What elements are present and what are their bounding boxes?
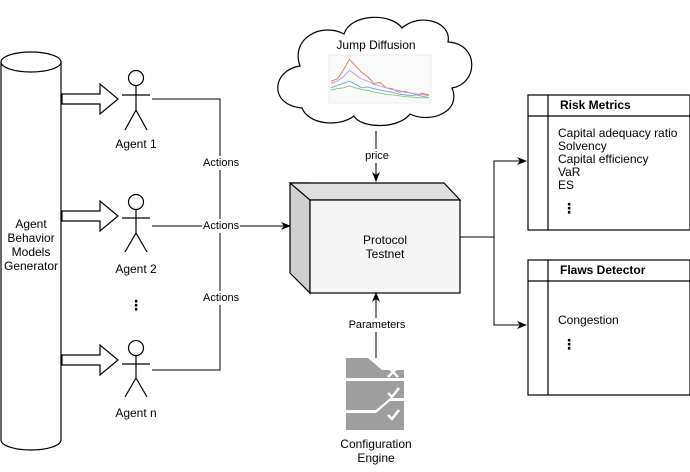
block-arrow-agent-2 — [61, 199, 119, 233]
flaws-detector-title: Flaws Detector — [560, 263, 646, 277]
chart-frame — [328, 54, 432, 104]
risk-metric-item: ES — [558, 178, 575, 192]
actions-label-2: Actions — [202, 219, 241, 233]
protocol-testnet-box — [288, 182, 462, 295]
agent-n-figure — [122, 339, 150, 398]
flaws-detector-panel — [527, 259, 690, 396]
generator-cylinder — [0, 51, 62, 451]
testnet-label-line: Protocol — [362, 233, 408, 247]
jump-diffusion-chart — [328, 54, 432, 104]
risk-metric-item: Capital adequacy ratio — [558, 126, 678, 140]
flaws-detector-more: ⋮ — [562, 336, 576, 352]
x-mark-icon — [387, 366, 399, 378]
risk-metrics-panel — [527, 94, 690, 231]
risk-metric-item: Solvency — [558, 139, 607, 153]
agent-1-label: Agent 1 — [115, 137, 157, 151]
generator-label-line: Generator — [3, 259, 59, 273]
flaws-detector-item: Congestion — [558, 313, 619, 327]
parameters-label: Parameters — [344, 318, 410, 332]
risk-metric-item: VaR — [558, 165, 581, 179]
price-path-line — [330, 69, 430, 97]
chart-series-group — [330, 58, 430, 99]
actions-label-1: Actions — [202, 156, 241, 170]
check-mark-icon — [387, 409, 400, 421]
risk-metrics-list: Capital adequacy ratio Solvency Capital … — [558, 127, 677, 192]
config-label-line: Configuration — [340, 437, 412, 451]
agent-n-label: Agent n — [115, 406, 157, 420]
generator-to-agent-arrows — [61, 82, 119, 377]
agent-ellipsis: ⋮ — [129, 297, 143, 313]
risk-metrics-more: ⋮ — [562, 200, 576, 216]
block-arrow-agent-n — [61, 343, 119, 377]
output-connectors — [460, 157, 527, 329]
config-label-line: Engine — [357, 451, 395, 465]
risk-metrics-title: Risk Metrics — [560, 98, 631, 112]
risk-metric-item: Capital efficiency — [558, 152, 649, 166]
jump-diffusion-label: Jump Diffusion — [336, 38, 416, 52]
actions-label-3: Actions — [202, 291, 241, 305]
generator-label: Agent Behavior Models Generator — [1, 217, 61, 273]
testnet-label-line: Testnet — [365, 247, 405, 261]
generator-label-line: Behavior — [7, 231, 55, 245]
price-path-line — [330, 85, 430, 99]
actions-connectors — [152, 98, 291, 371]
agent-2-label: Agent 2 — [115, 262, 157, 276]
agent-1-figure — [122, 69, 150, 131]
generator-label-line: Models — [11, 245, 51, 259]
check-mark-icon — [387, 387, 400, 399]
configuration-engine-icon — [346, 358, 404, 430]
testnet-label: Protocol Testnet — [330, 233, 440, 261]
generator-label-line: Agent — [15, 217, 47, 231]
configuration-engine-label: Configuration Engine — [326, 437, 426, 465]
price-path-line — [330, 80, 430, 98]
agent-2-figure — [122, 193, 150, 253]
price-label: price — [360, 149, 394, 163]
block-arrow-agent-1 — [61, 82, 119, 116]
